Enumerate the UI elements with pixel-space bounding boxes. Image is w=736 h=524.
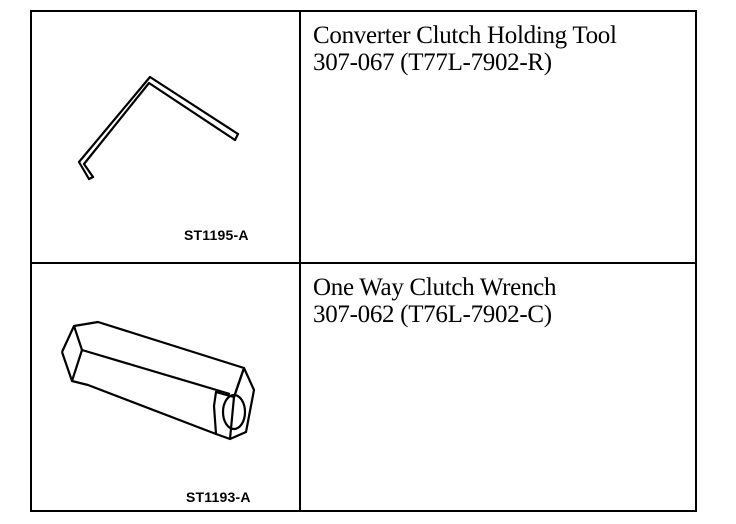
tool-description-cell: One Way Clutch Wrench 307-062 (T76L-7902… xyxy=(301,264,695,512)
tool-name: One Way Clutch Wrench xyxy=(313,274,557,301)
tool-description-cell: Converter Clutch Holding Tool 307-067 (T… xyxy=(301,12,695,262)
art-id-label: ST1195-A xyxy=(184,227,249,243)
one-way-clutch-wrench-illustration xyxy=(60,320,256,441)
art-id-label: ST1193-A xyxy=(186,489,251,505)
converter-clutch-holding-tool-illustration xyxy=(77,75,240,181)
tool-table: ST1195-A Converter Clutch Holding Tool 3… xyxy=(30,10,697,512)
tool-name: Converter Clutch Holding Tool xyxy=(313,22,617,49)
tool-illustration-cell: ST1193-A xyxy=(32,264,299,512)
column-divider xyxy=(299,12,301,510)
tool-number: 307-067 (T77L-7902-R) xyxy=(313,49,552,76)
tool-number: 307-062 (T76L-7902-C) xyxy=(313,301,552,328)
tool-illustration-cell: ST1195-A xyxy=(32,12,299,262)
row-divider xyxy=(32,262,695,264)
